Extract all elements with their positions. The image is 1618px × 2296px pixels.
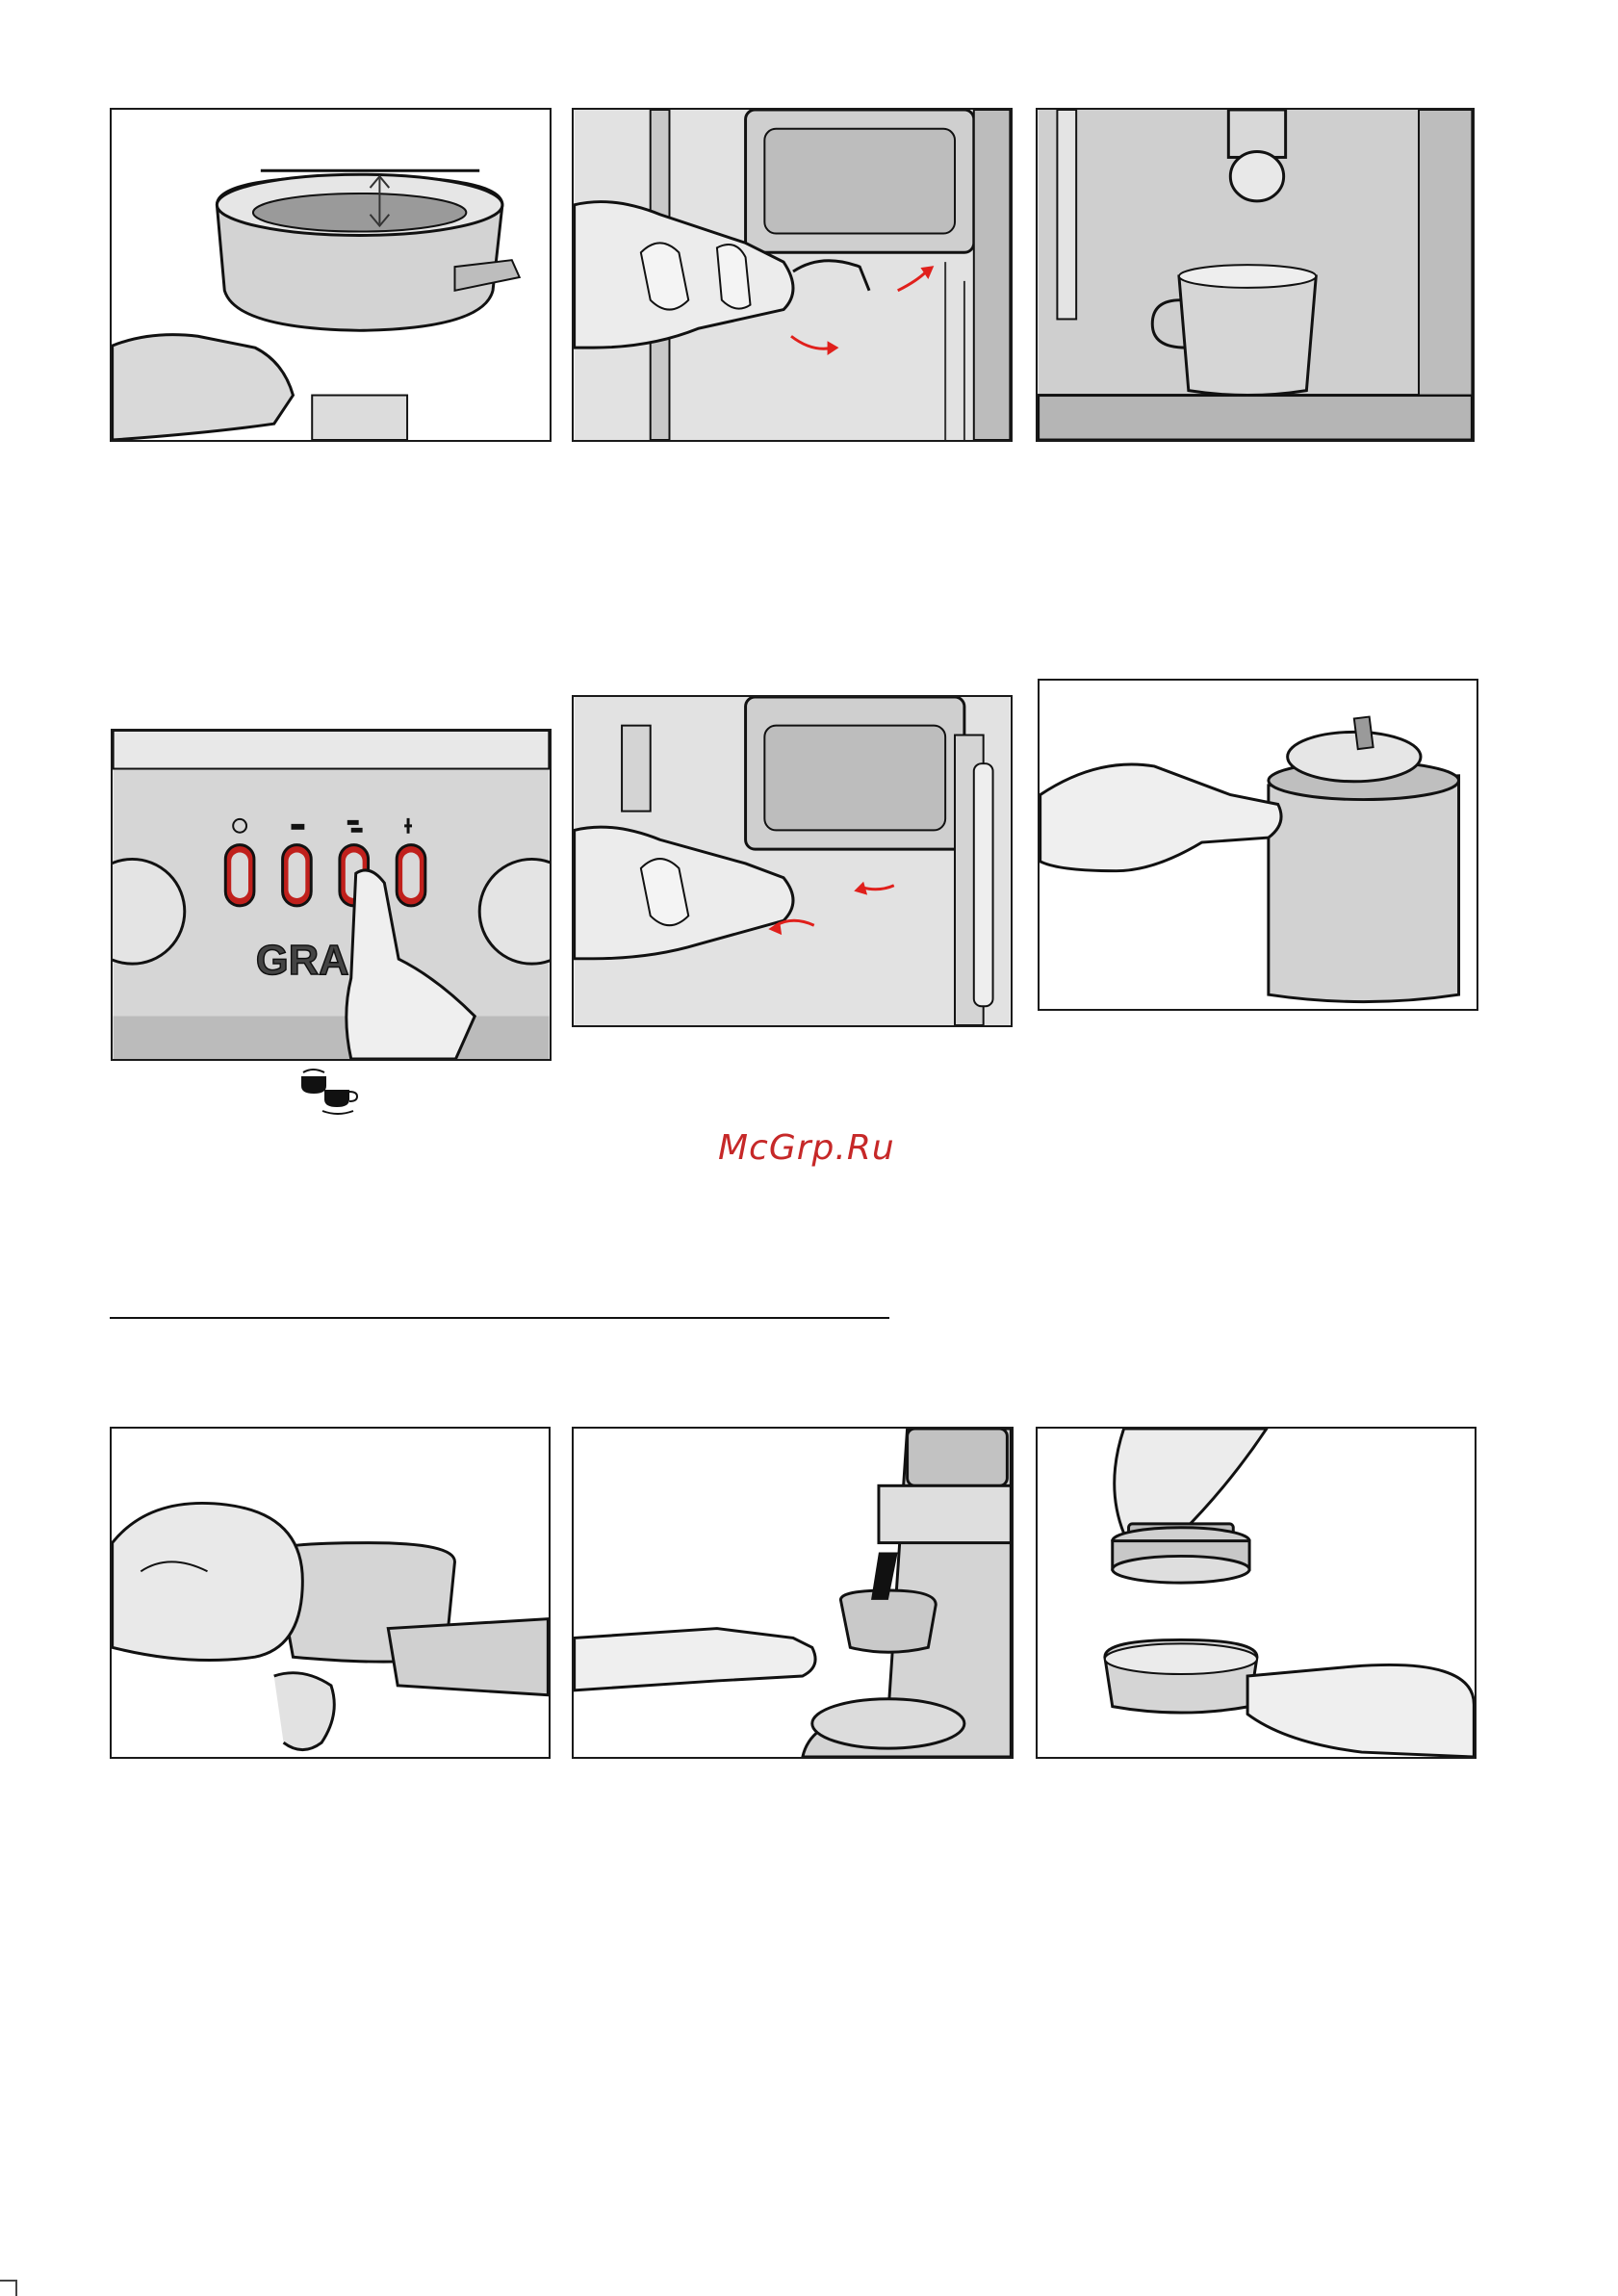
knock-out-icon bbox=[1040, 681, 1477, 1009]
panel-grind-into-portafilter bbox=[572, 1427, 1014, 1759]
grinder-icon bbox=[574, 1429, 1012, 1757]
detach-arrows-icon bbox=[574, 697, 1011, 1025]
panel-detach-portafilter bbox=[572, 695, 1013, 1027]
panel-wipe-filter-holder bbox=[110, 1427, 551, 1759]
brand-fragment: GRA bbox=[256, 938, 349, 984]
double-cup-icon bbox=[299, 1067, 361, 1117]
cup-icon bbox=[1038, 110, 1473, 440]
cloth-icon bbox=[112, 1429, 549, 1757]
panel-empty-portafilter bbox=[1038, 679, 1478, 1011]
panel-filter-holder-fill bbox=[110, 108, 552, 442]
attach-arrows-icon bbox=[574, 110, 1011, 440]
panel-press-double-cup-button: GRA bbox=[111, 729, 552, 1061]
portafilter-level-icon bbox=[112, 110, 550, 440]
panel-attach-portafilter bbox=[572, 108, 1013, 442]
panel-cup-under-spout bbox=[1036, 108, 1475, 442]
control-panel-icon: GRA bbox=[113, 731, 550, 1059]
tamper-icon bbox=[1038, 1429, 1475, 1757]
watermark: McGrp.Ru bbox=[718, 1128, 895, 1168]
page-corner-mark bbox=[0, 2280, 17, 2296]
section-divider bbox=[110, 1317, 889, 1319]
panel-tamp-coffee bbox=[1036, 1427, 1477, 1759]
